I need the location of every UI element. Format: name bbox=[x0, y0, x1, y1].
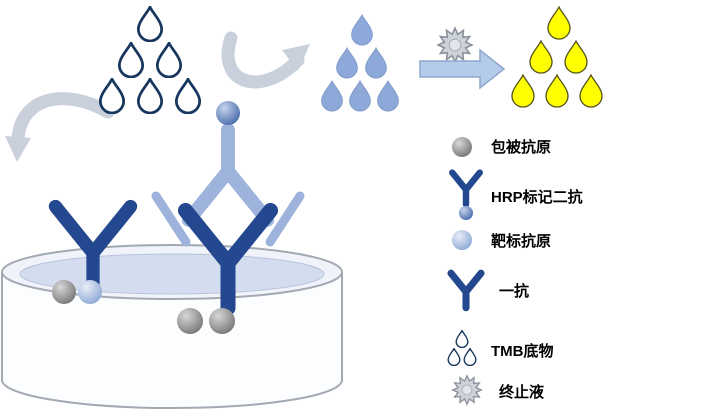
coating-antigen-bead bbox=[52, 280, 76, 304]
stop-reaction-arrow bbox=[419, 48, 506, 90]
drop-icon bbox=[98, 78, 126, 114]
secondary-antibody-arm bbox=[151, 191, 191, 247]
drop-icon bbox=[351, 14, 373, 46]
drop-icon bbox=[529, 40, 553, 74]
coating-antigen-bead bbox=[209, 308, 235, 334]
target-antigen-bead bbox=[78, 280, 102, 304]
coating-antigen-bead bbox=[177, 308, 203, 334]
drop-icon bbox=[547, 6, 571, 40]
drop-icon bbox=[336, 47, 358, 79]
assay-well bbox=[1, 244, 343, 409]
legend-label-primary-antibody: 一抗 bbox=[499, 283, 530, 300]
drop-icon bbox=[136, 6, 164, 42]
hrp-bead-icon bbox=[459, 206, 473, 220]
drop-icon bbox=[155, 42, 183, 78]
well-wall bbox=[1, 272, 343, 409]
drop-icon bbox=[564, 40, 588, 74]
legend-label-coating-antigen: 包被抗原 bbox=[491, 139, 552, 156]
secondary-antibody-icon bbox=[187, 128, 269, 222]
drop-icon bbox=[174, 78, 202, 114]
drop-icon bbox=[579, 74, 603, 108]
legend-icons bbox=[447, 137, 482, 405]
drop-icon bbox=[321, 80, 343, 112]
legend-label-hrp-secondary-antibody: HRP标记二抗 bbox=[491, 189, 583, 206]
tmb-substrate-drops bbox=[98, 6, 202, 114]
stop-solution-starburst-icon bbox=[437, 27, 473, 63]
blue-reaction-drops bbox=[321, 14, 399, 112]
legend-label-stop-solution: 终止液 bbox=[499, 384, 545, 401]
drop-icon bbox=[377, 80, 399, 112]
legend-label-target-antigen: 靶标抗原 bbox=[491, 233, 552, 250]
drop-icon bbox=[365, 47, 387, 79]
add-substrate-arrow bbox=[221, 31, 310, 89]
drop-icon bbox=[136, 78, 164, 114]
secondary-antibody-arm bbox=[265, 191, 305, 247]
legend-label-tmb-substrate: TMB底物 bbox=[491, 343, 554, 360]
drop-icon bbox=[545, 74, 569, 108]
hrp-enzyme-bead bbox=[216, 101, 240, 125]
sandwich-complex bbox=[151, 101, 305, 334]
drop-icon bbox=[511, 74, 535, 108]
wash-arrow-left bbox=[5, 92, 115, 162]
droplets-icon bbox=[447, 330, 477, 366]
starburst-icon bbox=[452, 375, 482, 405]
blue-bead-icon bbox=[452, 230, 472, 250]
hrp-antibody-icon bbox=[451, 172, 481, 205]
drop-icon bbox=[349, 80, 371, 112]
antibody-y-icon bbox=[450, 272, 482, 309]
yellow-result-drops bbox=[511, 6, 603, 108]
primary-antibody-left bbox=[52, 205, 132, 304]
drop-icon bbox=[117, 42, 145, 78]
gray-bead-icon bbox=[452, 137, 472, 157]
